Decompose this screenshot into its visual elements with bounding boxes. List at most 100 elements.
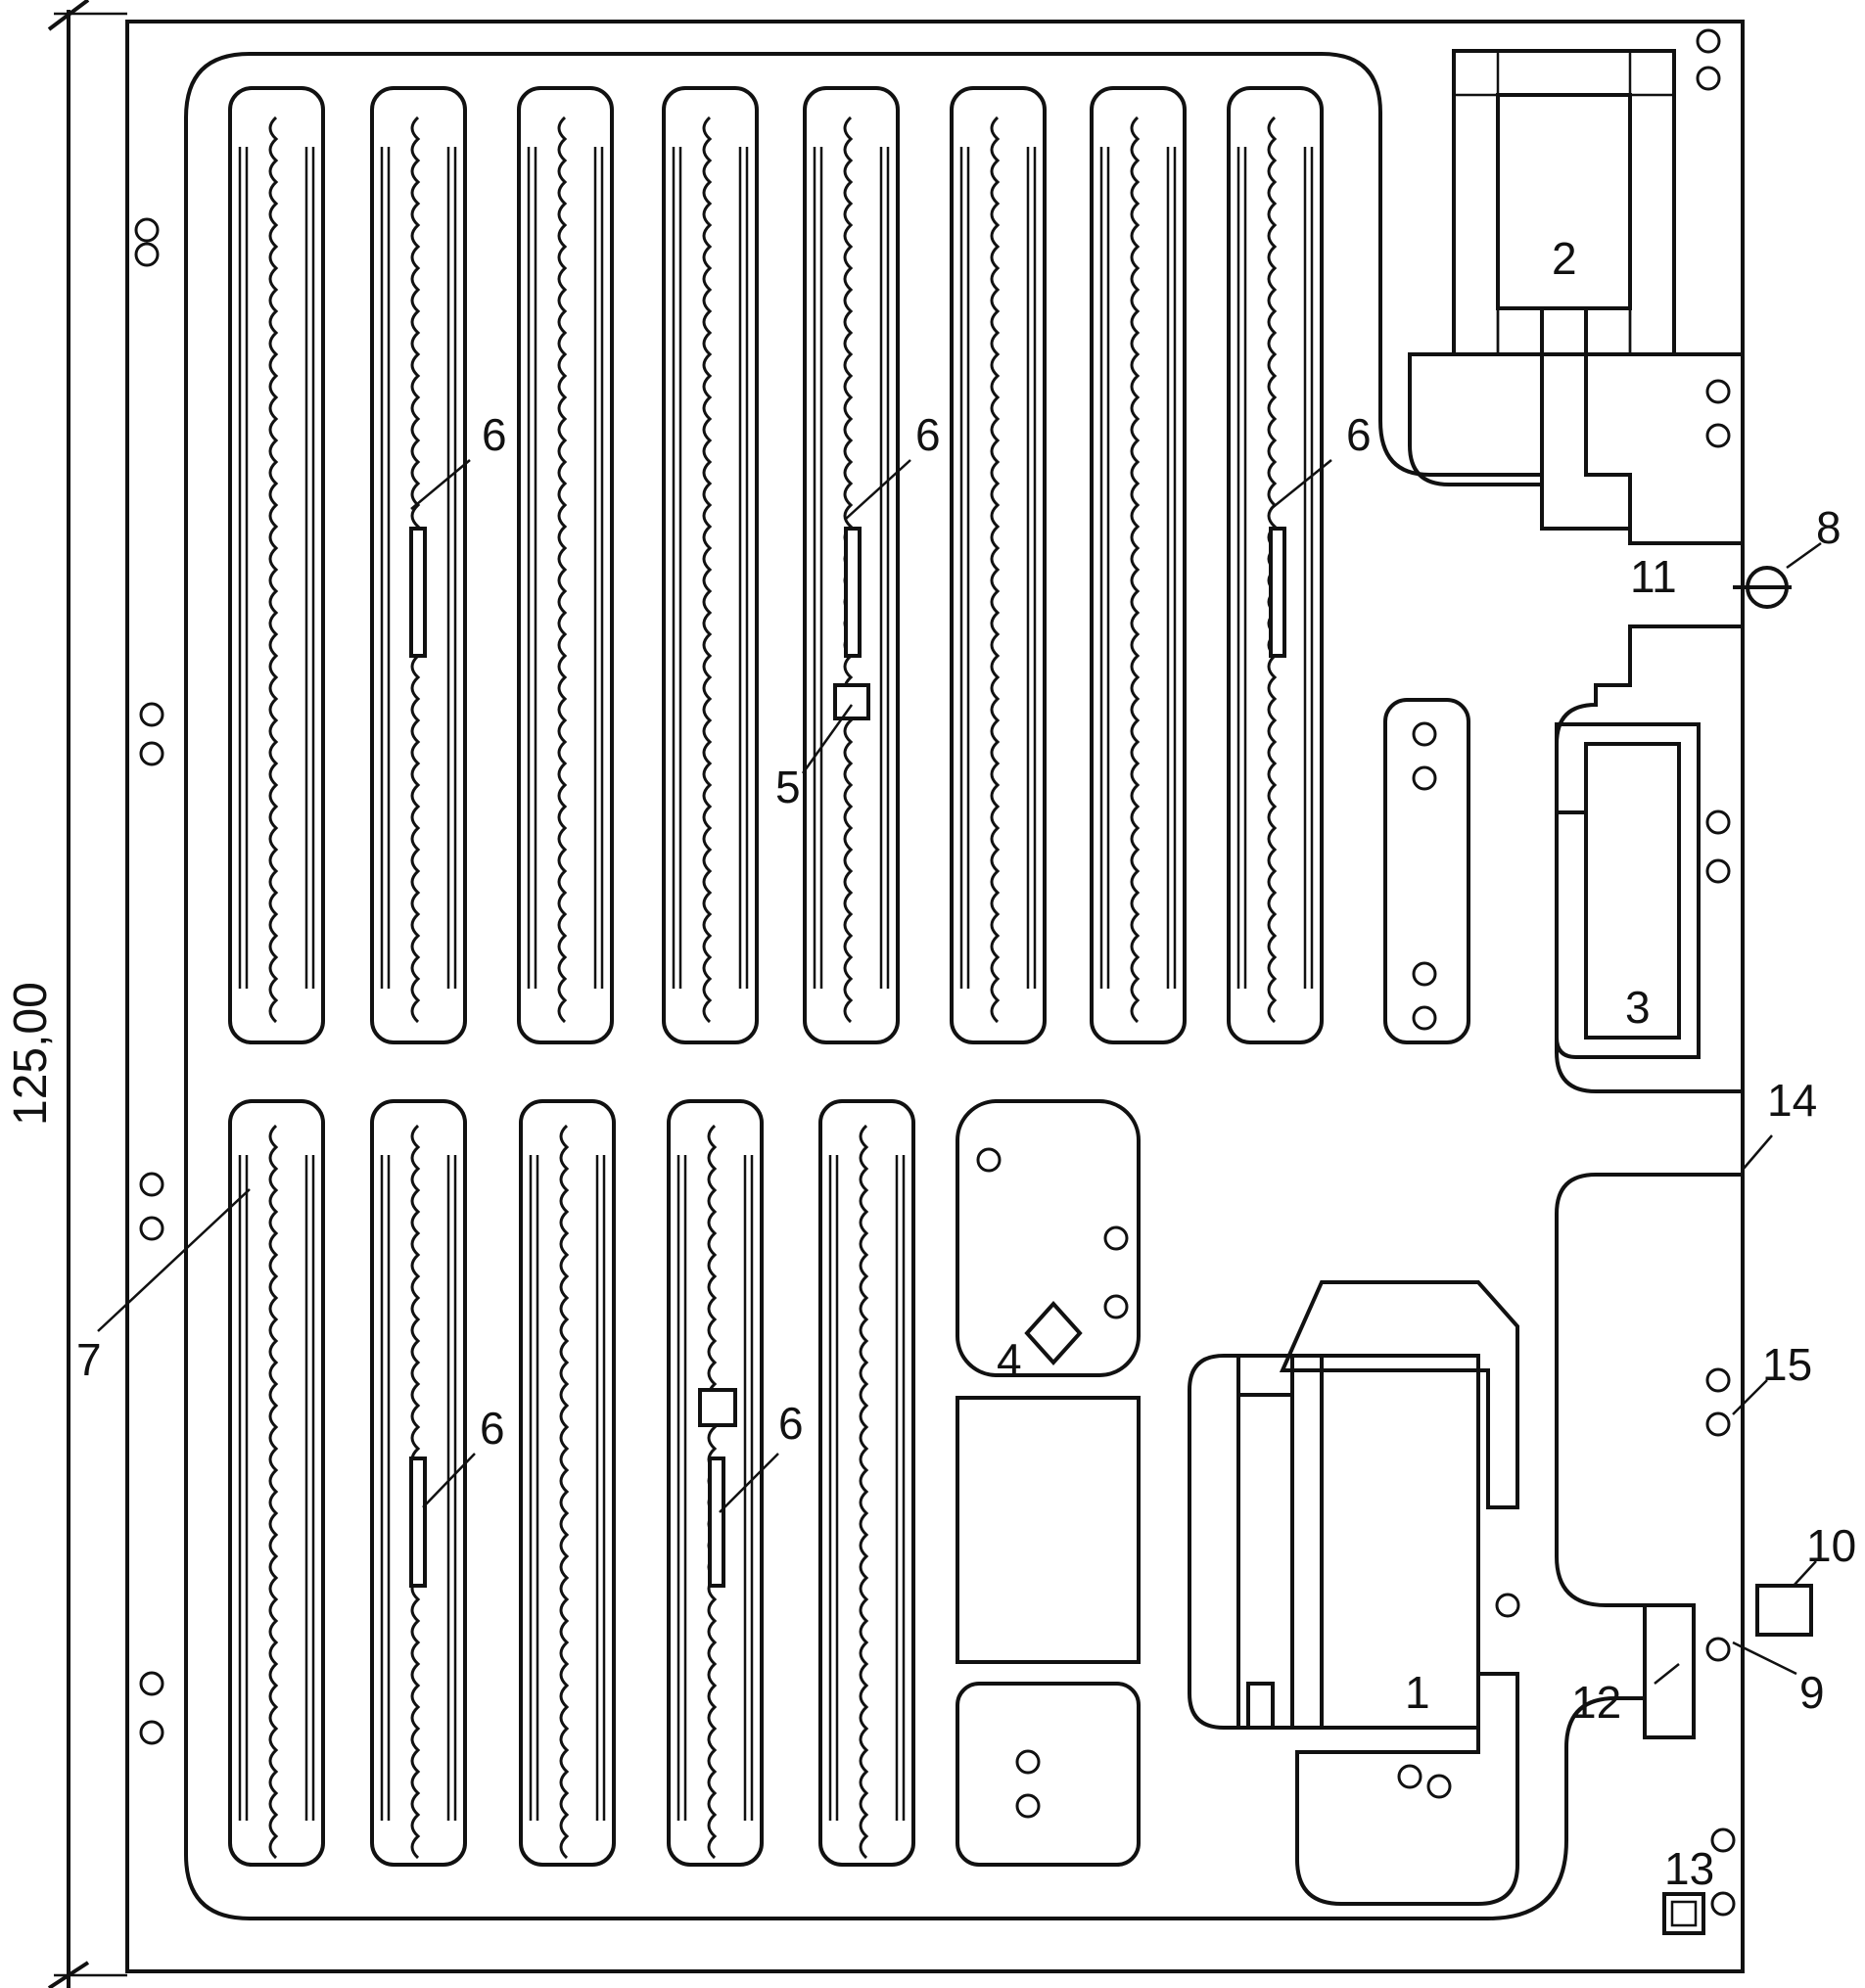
bench-slot <box>844 527 862 658</box>
tree-icon <box>1705 1367 1731 1393</box>
tree-icon <box>134 217 160 243</box>
label-6d: 6 <box>480 1403 505 1454</box>
structure-2 <box>1452 49 1676 356</box>
tree-strip <box>1383 698 1470 1044</box>
tree-icon <box>1705 1411 1731 1437</box>
label-6c: 6 <box>1346 409 1372 460</box>
perimeter-trees <box>134 28 1736 1917</box>
bed <box>370 1099 467 1867</box>
label-14: 14 <box>1767 1075 1817 1126</box>
tree-icon <box>1696 66 1721 91</box>
label-3: 3 <box>1625 982 1651 1033</box>
label-15: 15 <box>1762 1339 1812 1390</box>
tree-icon <box>139 1671 164 1696</box>
bed <box>803 86 900 1044</box>
tree-icon <box>1412 765 1437 791</box>
flower-bed-4 <box>956 1099 1141 1377</box>
flower-bed-bottom <box>956 1682 1141 1867</box>
bed <box>228 1099 325 1867</box>
internal-road <box>184 52 1745 1920</box>
label-7: 7 <box>76 1334 102 1385</box>
tree-icon <box>1412 1005 1437 1031</box>
tree-icon <box>139 702 164 727</box>
flower-bed-middle <box>956 1396 1141 1664</box>
label-10: 10 <box>1806 1520 1856 1571</box>
tree-icon <box>1705 379 1731 404</box>
leader-lines <box>97 459 1822 1685</box>
label-6e: 6 <box>778 1398 804 1449</box>
tree-icon <box>1710 1827 1736 1853</box>
label-2: 2 <box>1552 233 1577 284</box>
tree-icon <box>1015 1793 1041 1819</box>
bed <box>818 1099 915 1867</box>
upper-planting-beds <box>228 86 1324 1044</box>
small-square <box>698 1388 737 1427</box>
tree-icon <box>1412 721 1437 747</box>
label-4: 4 <box>997 1334 1022 1385</box>
label-6b: 6 <box>915 409 941 460</box>
structure-13-inner <box>1670 1900 1698 1927</box>
tree-icon <box>1705 809 1731 835</box>
dimension-label: 125,00 <box>5 982 57 1126</box>
tree-icon <box>1696 28 1721 54</box>
tree-icon <box>139 741 164 766</box>
structure-3 <box>1555 722 1701 1059</box>
tree-icon <box>1495 1593 1520 1618</box>
bed <box>519 1099 616 1867</box>
structure-13 <box>1662 1892 1705 1935</box>
bed <box>517 86 614 1044</box>
bed <box>1090 86 1187 1044</box>
labels: 2 6 6 6 8 11 5 3 14 7 4 15 6 6 10 12 9 1… <box>76 233 1856 1894</box>
benches <box>409 527 1286 1588</box>
label-1: 1 <box>1405 1667 1430 1718</box>
tree-icon <box>134 242 160 267</box>
site-boundary <box>125 20 1745 1973</box>
shrub-line <box>559 1124 570 1860</box>
tree-icon <box>1015 1749 1041 1775</box>
label-8: 8 <box>1816 502 1842 553</box>
bed <box>1227 86 1324 1044</box>
bed-rails <box>238 147 1314 1821</box>
tree-icon <box>1705 858 1731 884</box>
bench-slot <box>409 1456 427 1588</box>
bed <box>228 86 325 1044</box>
bed-shrubs <box>268 116 1278 1860</box>
bed <box>370 86 467 1044</box>
tree-icon <box>976 1147 1002 1173</box>
tree-icon <box>1103 1225 1129 1251</box>
label-13: 13 <box>1664 1843 1714 1894</box>
shrub-line <box>990 116 1001 1024</box>
bed <box>950 86 1047 1044</box>
green-right-of-entrance <box>1584 352 1745 545</box>
label-11: 11 <box>1630 551 1677 602</box>
tree-icon <box>1705 1637 1731 1662</box>
tree-icon <box>139 1172 164 1197</box>
shrub-line <box>268 116 279 1024</box>
bench-slot <box>1269 527 1286 658</box>
shrub-line <box>557 116 568 1024</box>
label-6a: 6 <box>482 409 507 460</box>
bench-slot <box>409 527 427 658</box>
tree-icon <box>1412 961 1437 987</box>
kiosk-10 <box>1755 1584 1813 1637</box>
bed <box>667 1099 764 1867</box>
tree-icon <box>1103 1294 1129 1319</box>
shrub-line <box>702 116 713 1024</box>
label-5: 5 <box>775 762 801 812</box>
small-square-5 <box>833 683 870 720</box>
tree-icon <box>1705 423 1731 448</box>
structure-12 <box>1643 1603 1696 1739</box>
dimension-line: 125,00 <box>5 0 127 1988</box>
green-left-of-entrance <box>1408 352 1544 486</box>
tree-icon <box>139 1216 164 1241</box>
tree-icon <box>1710 1891 1736 1917</box>
tree-icon <box>139 1720 164 1745</box>
lower-planting-beds <box>228 1099 915 1867</box>
tree-icon <box>1397 1764 1422 1789</box>
building-1 <box>1188 1280 1519 1906</box>
shrub-line <box>859 1124 869 1860</box>
diamond-4 <box>1024 1301 1083 1365</box>
bench-slot <box>708 1456 725 1588</box>
shrub-line <box>1130 116 1141 1024</box>
